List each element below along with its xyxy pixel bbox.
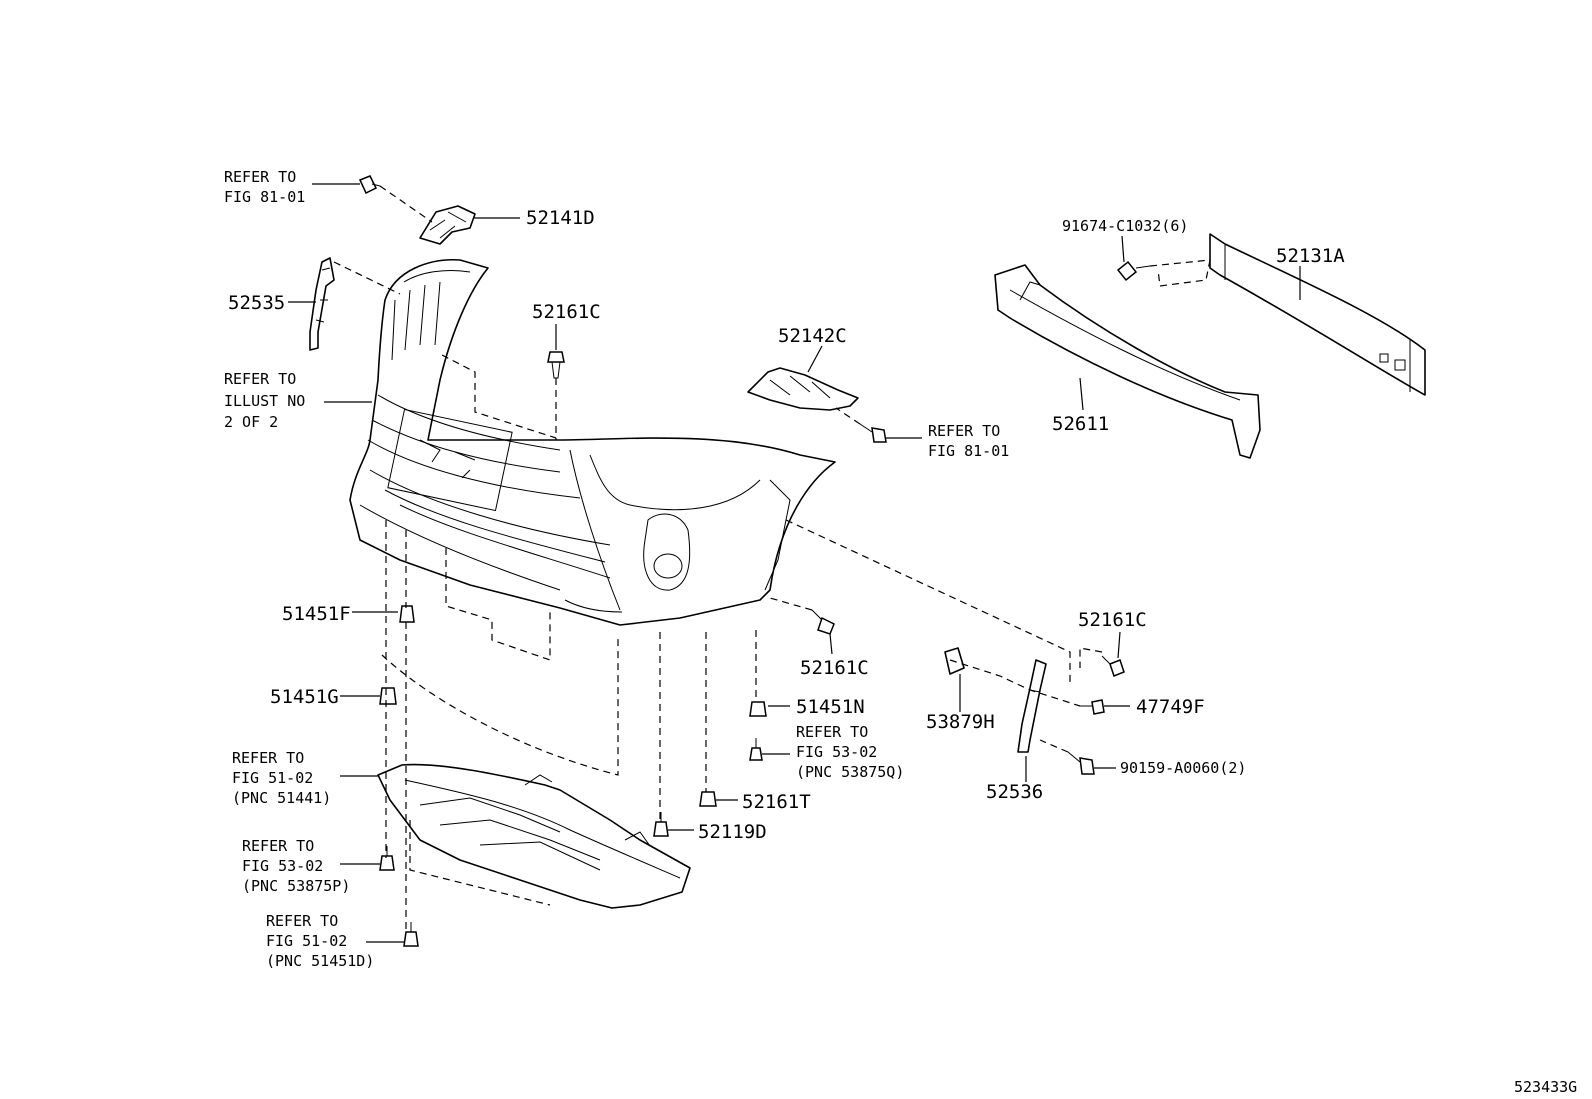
retainer-52536 (1017, 659, 1047, 753)
reference-51441-line2: FIG 51-02 (232, 769, 313, 787)
clip-52161T (699, 791, 717, 807)
part-label-91674-C1032: 91674-C1032(6) (1062, 217, 1188, 235)
part-label-52536: 52536 (986, 781, 1043, 803)
reference-53875p-line2: FIG 53-02 (242, 857, 323, 875)
reference-center-right-line2: FIG 81-01 (928, 442, 1009, 460)
part-label-52611: 52611 (1052, 413, 1109, 435)
part-label-51451N: 51451N (796, 696, 865, 718)
bolt-91674 (1116, 260, 1151, 282)
part-label-52141D: 52141D (526, 207, 595, 229)
clip-52161C-right (1101, 655, 1125, 677)
bolt-refer-53875Q (749, 738, 763, 761)
retainer-52535 (309, 257, 335, 351)
leader-lines (288, 183, 1301, 943)
bolt-refer-81-01 (859, 423, 887, 443)
part-label-52535: 52535 (228, 292, 285, 314)
part-label-47749F: 47749F (1136, 696, 1205, 718)
reference-51441-line1: REFER TO (232, 749, 304, 767)
clip-51451F (399, 605, 415, 623)
assembly-lines (333, 185, 1211, 930)
part-label-52161C-top: 52161C (532, 301, 601, 323)
absorber-52611 (994, 264, 1261, 459)
reference-51451d-line1: REFER TO (266, 912, 338, 930)
part-label-53879H: 53879H (926, 711, 995, 733)
bolt-refer-53875P (379, 846, 395, 871)
reference-illust-line3: 2 OF 2 (224, 413, 278, 431)
reference-53875p-line1: REFER TO (242, 837, 314, 855)
reference-notes: REFER TO FIG 81-01 REFER TO ILLUST NO 2 … (224, 168, 1009, 970)
bolt-52119D (653, 812, 669, 837)
reference-top-left-line2: FIG 81-01 (224, 188, 305, 206)
bolt-90159 (1067, 751, 1095, 775)
part-number-labels: 52141D 52535 52161C 52142C 91674-C1032(6… (228, 207, 1345, 843)
reference-51451d-line3: (PNC 51451D) (266, 952, 374, 970)
part-label-52161C-mid: 52161C (800, 657, 869, 679)
reference-illust-line1: REFER TO (224, 370, 296, 388)
reference-53875q-line2: FIG 53-02 (796, 743, 877, 761)
reference-top-left-line1: REFER TO (224, 168, 296, 186)
part-label-51451F: 51451F (282, 603, 351, 625)
bracket-52141D (419, 205, 476, 245)
bracket-53879H (944, 647, 965, 675)
screw-47749F (1080, 699, 1105, 715)
engine-under-cover (377, 763, 691, 909)
bolt-refer-51451D (403, 922, 419, 947)
screw-refer-81-01 (358, 175, 381, 195)
part-label-51451G: 51451G (270, 686, 339, 708)
reference-51441-line3: (PNC 51441) (232, 789, 331, 807)
part-label-90159-A0060: 90159-A0060(2) (1120, 759, 1246, 777)
reinforcement-52131A (1209, 233, 1426, 396)
part-label-52161C-right: 52161C (1078, 609, 1147, 631)
clip-52161C-top (547, 351, 565, 379)
reference-53875q-line3: (PNC 53875Q) (796, 763, 904, 781)
reference-51451d-line2: FIG 51-02 (266, 932, 347, 950)
reference-center-right-line1: REFER TO (928, 422, 1000, 440)
diagram-id: 523433G (1514, 1078, 1577, 1096)
reference-illust-line2: ILLUST NO (224, 392, 305, 410)
clip-51451G (379, 687, 397, 705)
bracket-52142C (747, 367, 859, 411)
part-label-52161T: 52161T (742, 791, 811, 813)
reference-53875p-line3: (PNC 53875P) (242, 877, 350, 895)
part-label-52142C: 52142C (778, 325, 847, 347)
part-label-52131A: 52131A (1276, 245, 1345, 267)
front-bumper-cover (349, 259, 836, 626)
clip-52161C-mid (811, 609, 835, 635)
clip-51451N (749, 701, 767, 717)
part-label-52119D: 52119D (698, 821, 767, 843)
reference-53875q-line1: REFER TO (796, 723, 868, 741)
